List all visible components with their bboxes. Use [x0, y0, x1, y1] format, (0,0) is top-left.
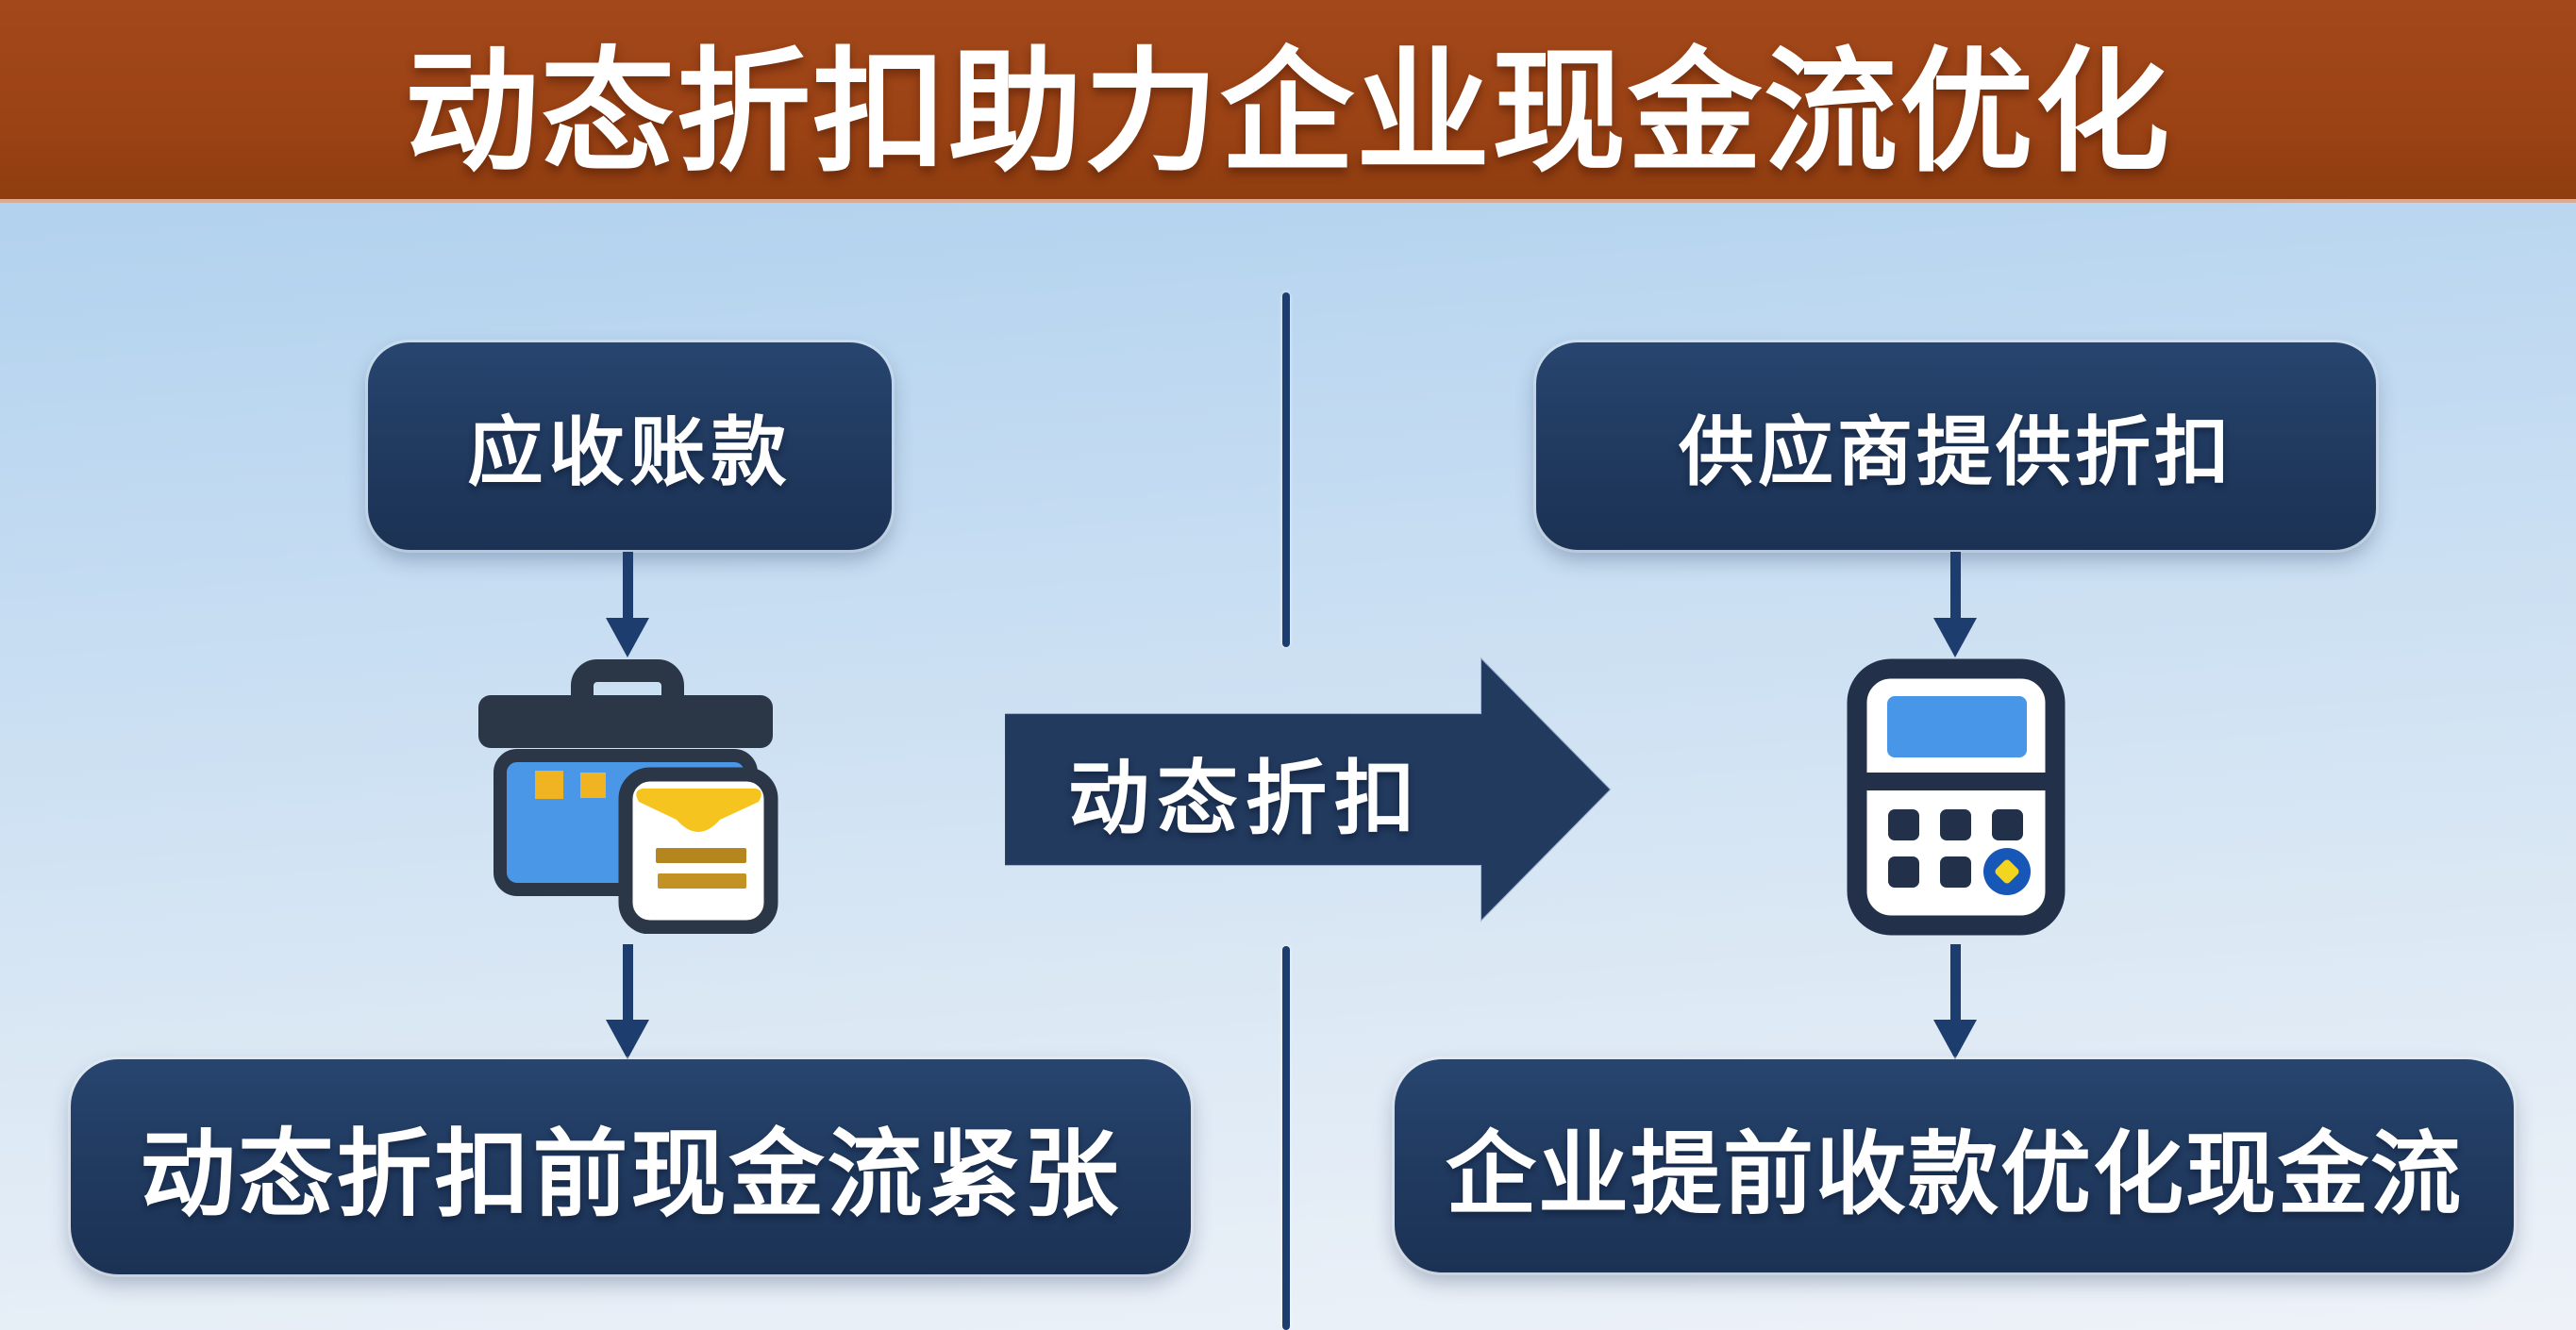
node-supplier-discount: 供应商提供折扣 — [1536, 342, 2376, 550]
briefcase-documents-icon — [477, 656, 778, 935]
dynamic-discount-arrow — [1005, 657, 1612, 923]
page-title: 动态折扣助力企业现金流优化 — [405, 37, 2171, 188]
down-arrow — [1933, 944, 1977, 1059]
node-accounts-receivable-label: 应收账款 — [467, 410, 793, 494]
node-accounts-receivable: 应收账款 — [368, 342, 892, 550]
node-supplier-discount-label: 供应商提供折扣 — [1679, 410, 2233, 494]
node-early-payment-optimizes-cashflow: 企业提前收款优化现金流 — [1395, 1059, 2514, 1272]
down-arrow — [606, 552, 649, 657]
header-bar: 动态折扣助力企业现金流优化 — [0, 0, 2576, 203]
node-cashflow-before-discount: 动态折扣前现金流紧张 — [71, 1059, 1191, 1274]
vertical-divider-bottom — [1282, 946, 1290, 1330]
node-early-payment-optimizes-cashflow-label: 企业提前收款优化现金流 — [1446, 1123, 2463, 1225]
vertical-divider-top — [1282, 292, 1290, 647]
dynamic-discount-arrow-label: 动态折扣 — [1068, 753, 1423, 844]
calculator-icon — [1845, 657, 2066, 936]
down-arrow — [1933, 552, 1977, 657]
node-cashflow-before-discount-label: 动态折扣前现金流紧张 — [140, 1122, 1122, 1228]
down-arrow — [606, 944, 649, 1059]
